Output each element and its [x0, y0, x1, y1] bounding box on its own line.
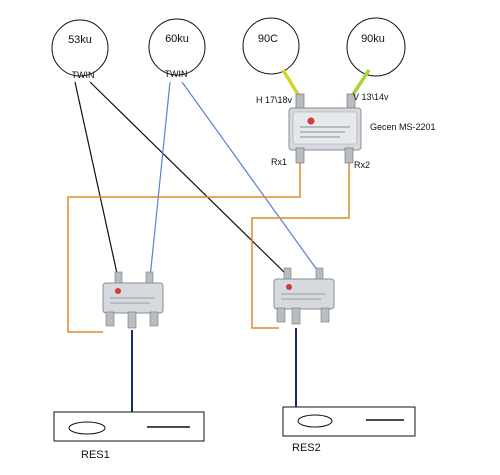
- receiver-res2-label: RES2: [292, 442, 321, 454]
- cable-90c-to-multiswitch: [281, 69, 301, 97]
- diseqc-switch-1: [102, 271, 164, 329]
- cable-rx1-to-diseqc-1: [67, 162, 301, 333]
- diseqc-switch-2: [273, 267, 335, 325]
- dish-60ku-lnb-label: TWIN: [165, 69, 188, 79]
- dish-53ku: 53ku TWIN: [51, 19, 109, 80]
- receiver-res2-display: [297, 414, 333, 428]
- diseqc-switch-2-logo-icon: [286, 284, 292, 290]
- cable-60ku-to-diseqc-2: [181, 81, 321, 275]
- multiswitch-input-v-label: V 13\14v: [353, 92, 389, 102]
- dish-53ku-lnb-label: TWIN: [72, 70, 95, 80]
- receiver-res1-display: [68, 421, 106, 435]
- dish-90ku: 90ku: [346, 17, 406, 77]
- cable-53ku-to-diseqc-1: [74, 81, 119, 279]
- multiswitch-out-2-label: Rx2: [354, 160, 370, 170]
- multiswitch-model-label: Gecen MS-2201: [370, 122, 436, 132]
- dish-90c: 90C: [242, 17, 300, 75]
- dish-60ku-label: 60ku: [165, 33, 189, 45]
- multiswitch-device: [288, 93, 362, 164]
- diseqc-switch-1-logo-icon: [115, 288, 121, 294]
- cable-rx2-to-diseqc-2: [251, 162, 350, 329]
- receiver-res2: [282, 406, 416, 437]
- receiver-res1: [53, 411, 205, 442]
- multiswitch-out-1-label: Rx1: [271, 157, 287, 167]
- cable-53ku-to-diseqc-2: [89, 81, 287, 275]
- dish-90c-label: 90C: [258, 33, 278, 45]
- multiswitch-input-h-label: H 17\18v: [256, 95, 293, 105]
- dish-60ku: 60ku TWIN: [148, 18, 206, 79]
- dish-90ku-label: 90ku: [361, 33, 385, 45]
- cable-60ku-to-diseqc-1: [149, 81, 171, 279]
- dish-53ku-label: 53ku: [68, 34, 92, 46]
- cable-90ku-to-multiswitch: [350, 69, 371, 97]
- receiver-res1-label: RES1: [81, 449, 110, 461]
- multiswitch-logo-icon: [307, 117, 315, 125]
